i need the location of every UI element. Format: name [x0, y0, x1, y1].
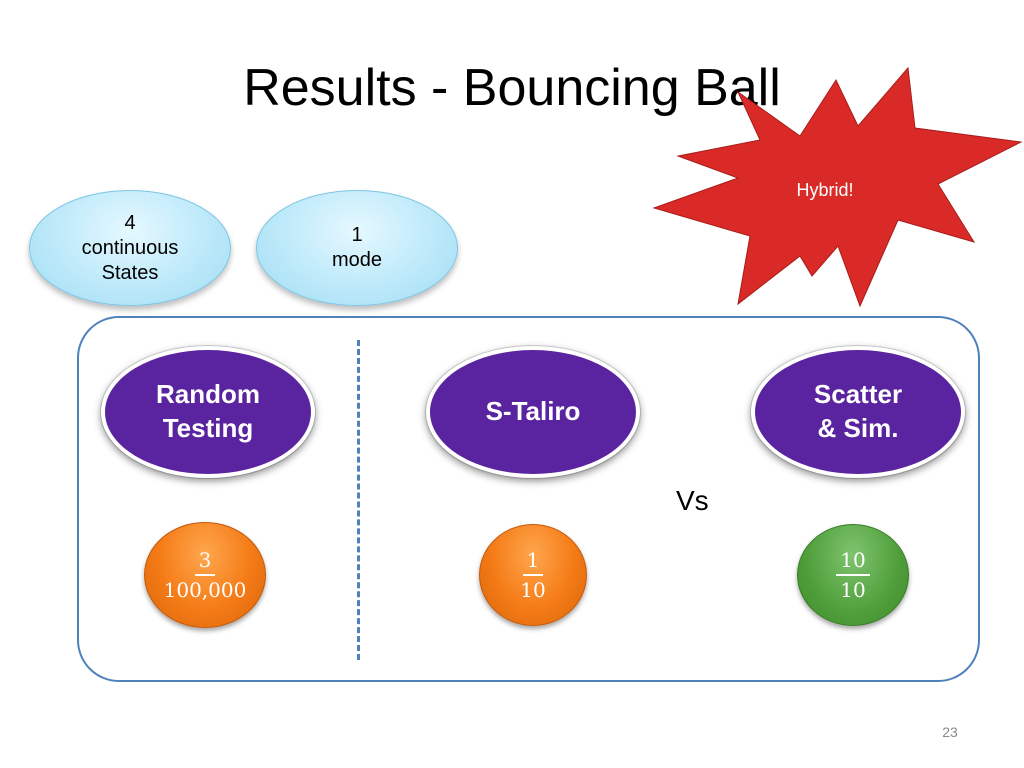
method-label: Random — [156, 379, 260, 410]
scatter-sim-oval: Scatter & Sim. — [751, 346, 965, 478]
s-taliro-oval: S-Taliro — [426, 346, 640, 478]
comparison-panel — [77, 316, 980, 682]
pill-line: 1 — [351, 224, 363, 246]
pill-line: mode — [331, 249, 383, 271]
random-testing-result: 3 100,000 — [144, 522, 266, 628]
modes-pill: 1 mode — [256, 190, 458, 306]
dashed-divider — [357, 340, 360, 660]
result-denominator: 100,000 — [163, 578, 247, 602]
result-denominator: 10 — [520, 578, 546, 602]
hybrid-starburst-shape — [652, 66, 1023, 308]
slide-number: 23 — [942, 724, 958, 740]
continuous-states-pill: 4 continuous States — [29, 190, 231, 306]
pill-line: continuous — [81, 236, 179, 259]
pill-line: 4 — [124, 211, 136, 234]
method-label: S-Taliro — [485, 396, 581, 427]
pill-line: States — [101, 261, 159, 284]
hybrid-label: Hybrid! — [796, 180, 854, 200]
method-label: Testing — [162, 413, 254, 443]
vs-label: Vs — [676, 485, 709, 516]
method-label: Scatter — [813, 379, 903, 410]
result-denominator: 10 — [840, 578, 866, 602]
method-label: & Sim. — [817, 413, 899, 443]
s-taliro-result: 1 10 — [479, 524, 587, 626]
random-testing-oval: Random Testing — [101, 346, 315, 478]
result-numerator: 10 — [836, 549, 870, 576]
result-numerator: 1 — [522, 549, 544, 576]
scatter-sim-result: 10 10 — [797, 524, 909, 626]
slide-title: Results - Bouncing Ball — [243, 59, 781, 117]
result-numerator: 3 — [194, 549, 216, 576]
